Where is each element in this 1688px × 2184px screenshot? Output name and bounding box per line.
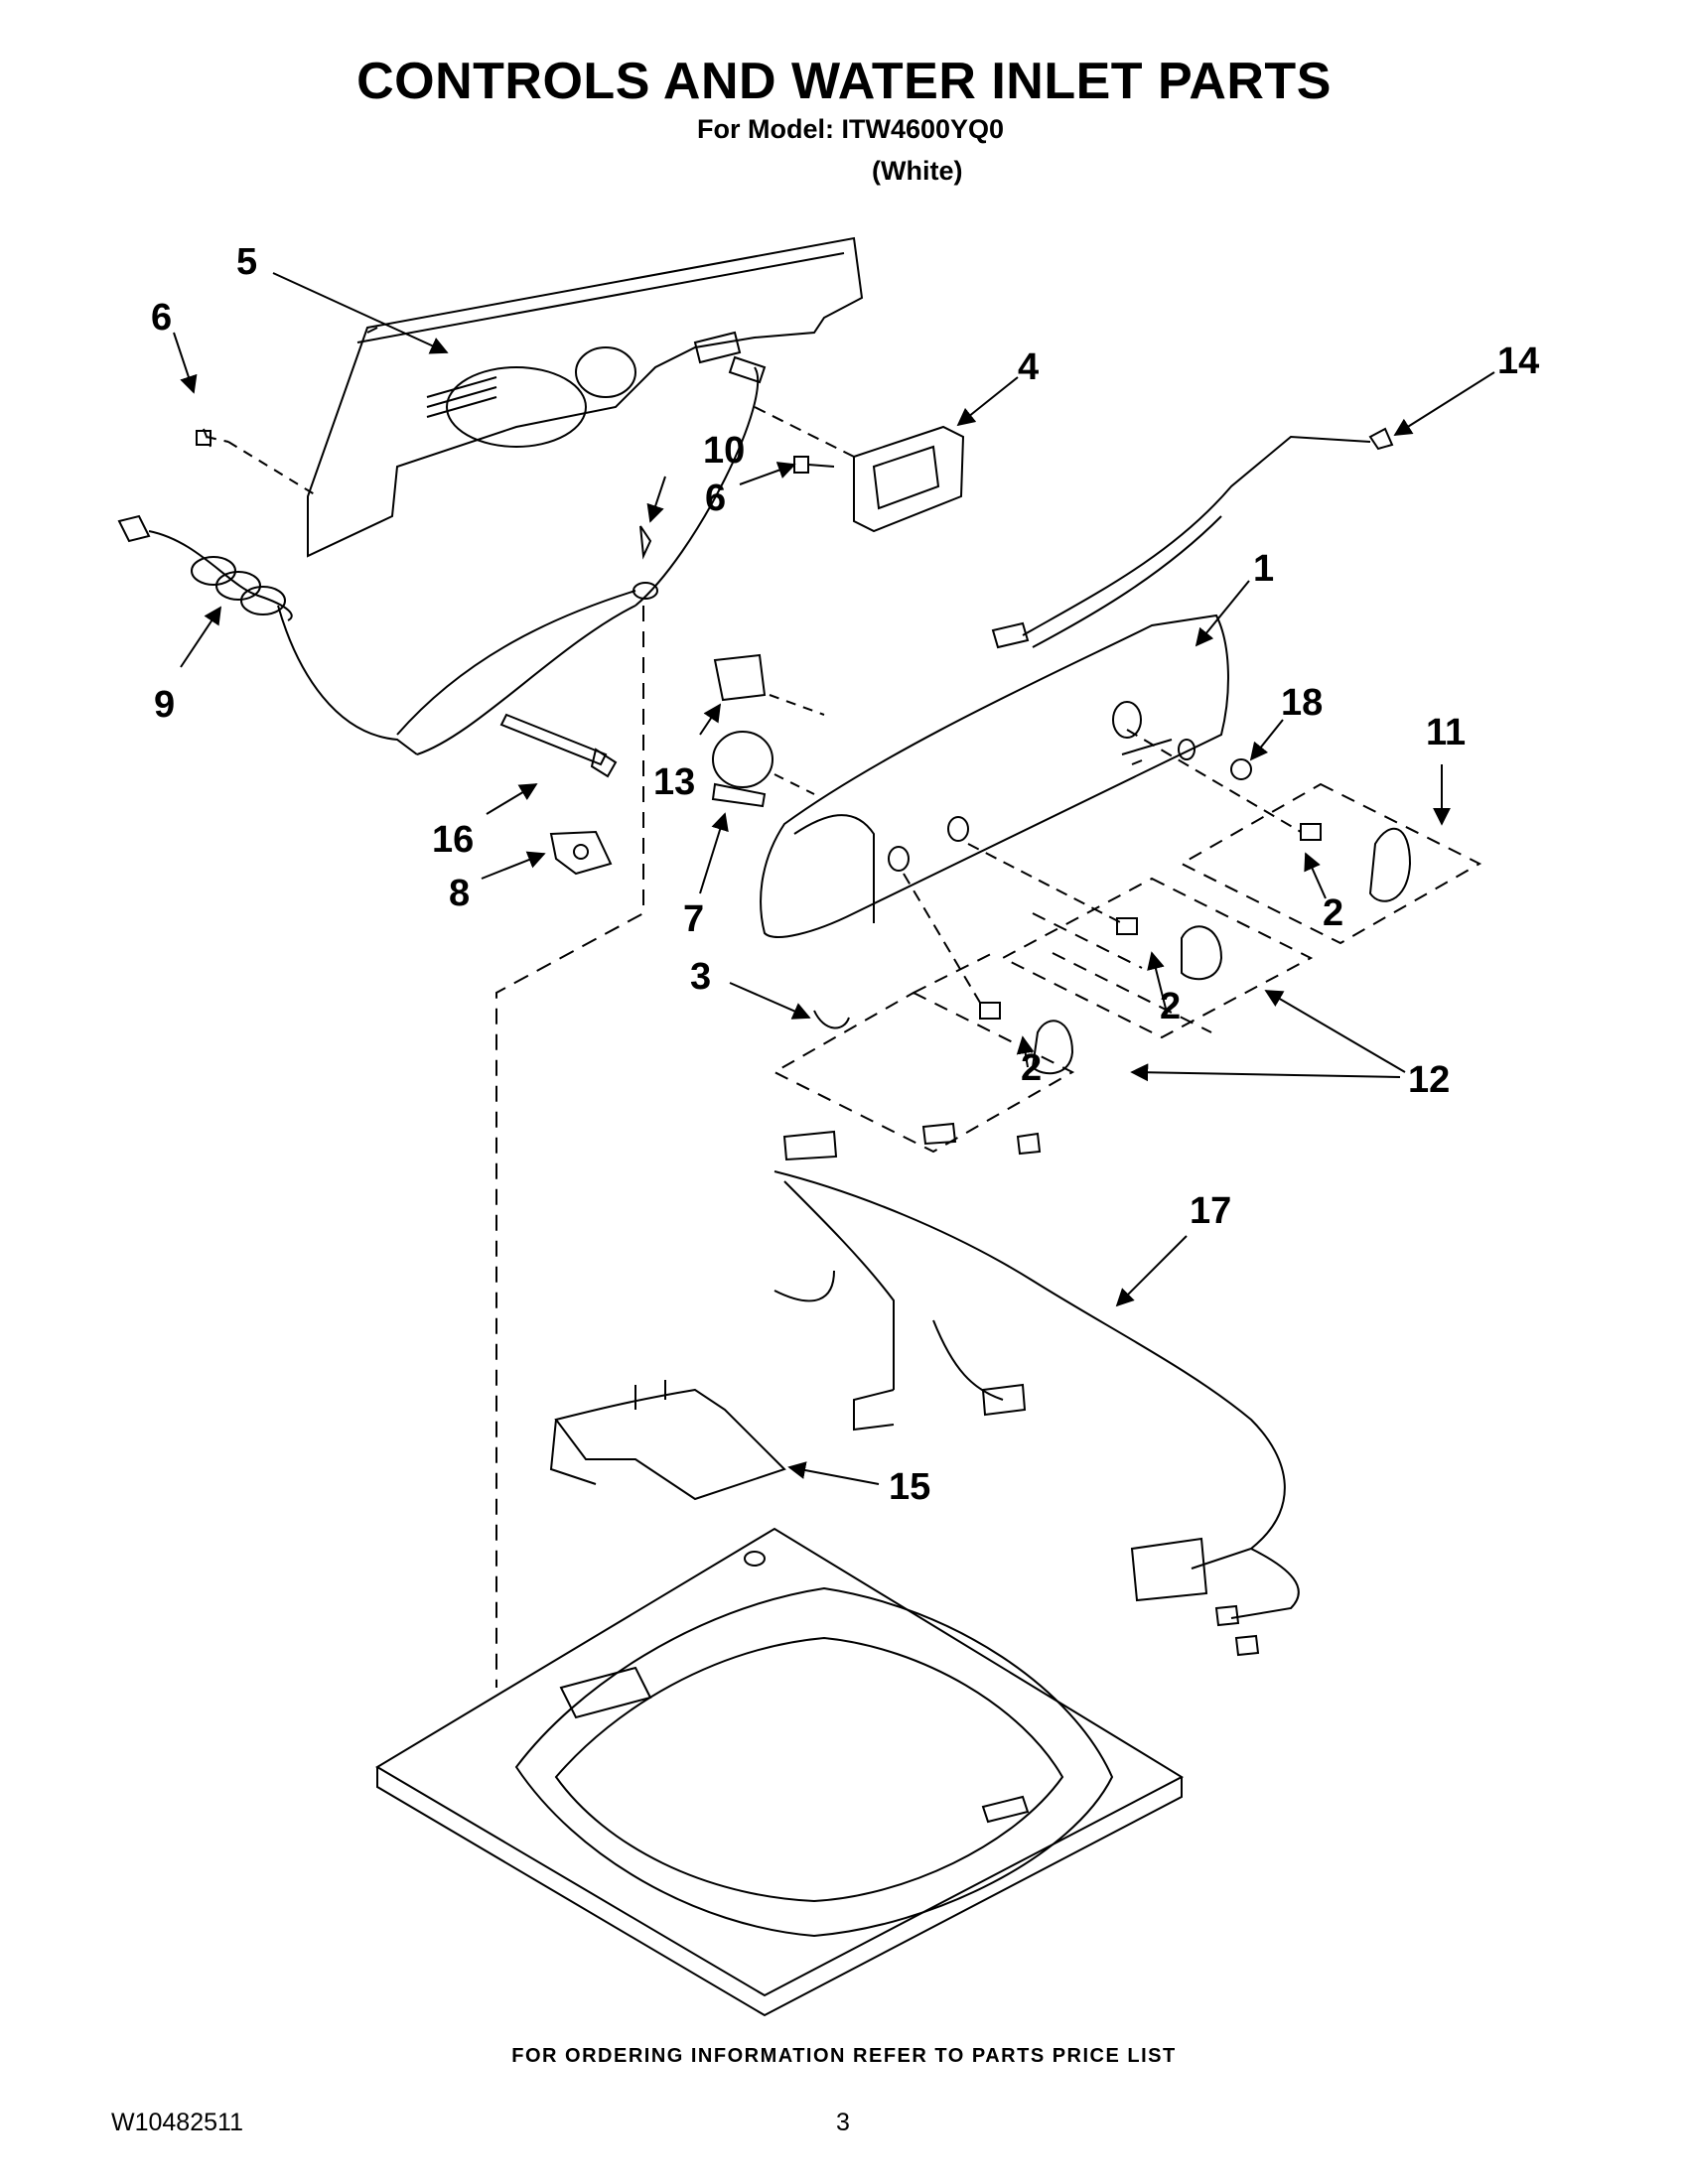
callout-1: 1 [1253, 548, 1274, 590]
callout-12: 12 [1408, 1059, 1450, 1101]
leader-6-right [739, 462, 796, 485]
page-title: CONTROLS AND WATER INLET PARTS [356, 53, 1332, 110]
leader-12-a [1264, 990, 1406, 1073]
leader-18 [1249, 719, 1284, 761]
page-number: 3 [836, 2109, 850, 2136]
knob-parts [903, 729, 1412, 1075]
callout-10: 10 [703, 430, 745, 472]
callout-3: 3 [690, 956, 711, 998]
model-subtitle: For Model: ITW4600YQ0 [697, 114, 1005, 144]
callout-2-c: 2 [1021, 1047, 1042, 1089]
control-board-part [754, 406, 965, 533]
callout-5: 5 [236, 241, 257, 283]
screw-part-left [196, 428, 319, 497]
leader-7 [699, 812, 729, 894]
callout-13: 13 [653, 761, 695, 803]
leader-2-c [1016, 1035, 1035, 1068]
callout-4: 4 [1018, 346, 1039, 388]
leader-17 [1115, 1235, 1188, 1307]
console-clip-part [813, 1010, 850, 1029]
leader-2-b [1147, 951, 1168, 1014]
callout-7: 7 [683, 898, 704, 940]
leader-16 [486, 783, 538, 815]
document-number: W10482511 [111, 2109, 243, 2136]
knob-group [772, 782, 1482, 1154]
pressure-switch-part [711, 731, 815, 808]
leader-9 [180, 606, 221, 668]
screw-part-right [793, 456, 835, 474]
color-note: (White) [872, 156, 963, 186]
switch-part [713, 653, 825, 716]
ground-screw-part [396, 525, 658, 736]
dispenser-part [549, 1380, 786, 1501]
rear-panel-part [307, 236, 864, 558]
callout-18: 18 [1281, 682, 1323, 724]
main-harness-part [774, 1122, 1300, 1657]
cable-tie-part [499, 713, 618, 778]
callout-6-left: 6 [151, 297, 172, 339]
leader-14 [1393, 371, 1495, 436]
console-part [760, 614, 1229, 938]
callout-9: 9 [154, 684, 175, 726]
callout-2-a: 2 [1323, 892, 1343, 934]
leader-15 [787, 1461, 880, 1485]
leader-8 [481, 851, 546, 880]
callout-14: 14 [1497, 341, 1539, 382]
leader-1 [1195, 580, 1250, 647]
callout-16: 16 [432, 819, 474, 861]
leader-12-b [1130, 1063, 1401, 1082]
leader-10 [646, 476, 666, 523]
callout-17: 17 [1190, 1190, 1231, 1232]
ordering-note: FOR ORDERING INFORMATION REFER TO PARTS … [511, 2045, 1177, 2067]
callout-11: 11 [1426, 712, 1466, 753]
callout-15: 15 [889, 1466, 930, 1508]
bushing-part [1230, 758, 1252, 780]
leader-5 [272, 272, 449, 354]
leader-13 [699, 703, 721, 736]
wire-harness-part [991, 427, 1394, 649]
ground-path-line [495, 606, 644, 1688]
top-frame-part [375, 1527, 1185, 2017]
wire-clip-part [549, 830, 613, 876]
power-cord-part [117, 355, 767, 755]
leader-3 [729, 982, 811, 1020]
leader-6-left [173, 332, 198, 394]
leader-4 [956, 376, 1019, 427]
callout-2-b: 2 [1160, 986, 1181, 1027]
leader-2-a [1304, 852, 1327, 899]
callout-8: 8 [449, 873, 470, 914]
callout-6-right: 6 [705, 478, 726, 519]
